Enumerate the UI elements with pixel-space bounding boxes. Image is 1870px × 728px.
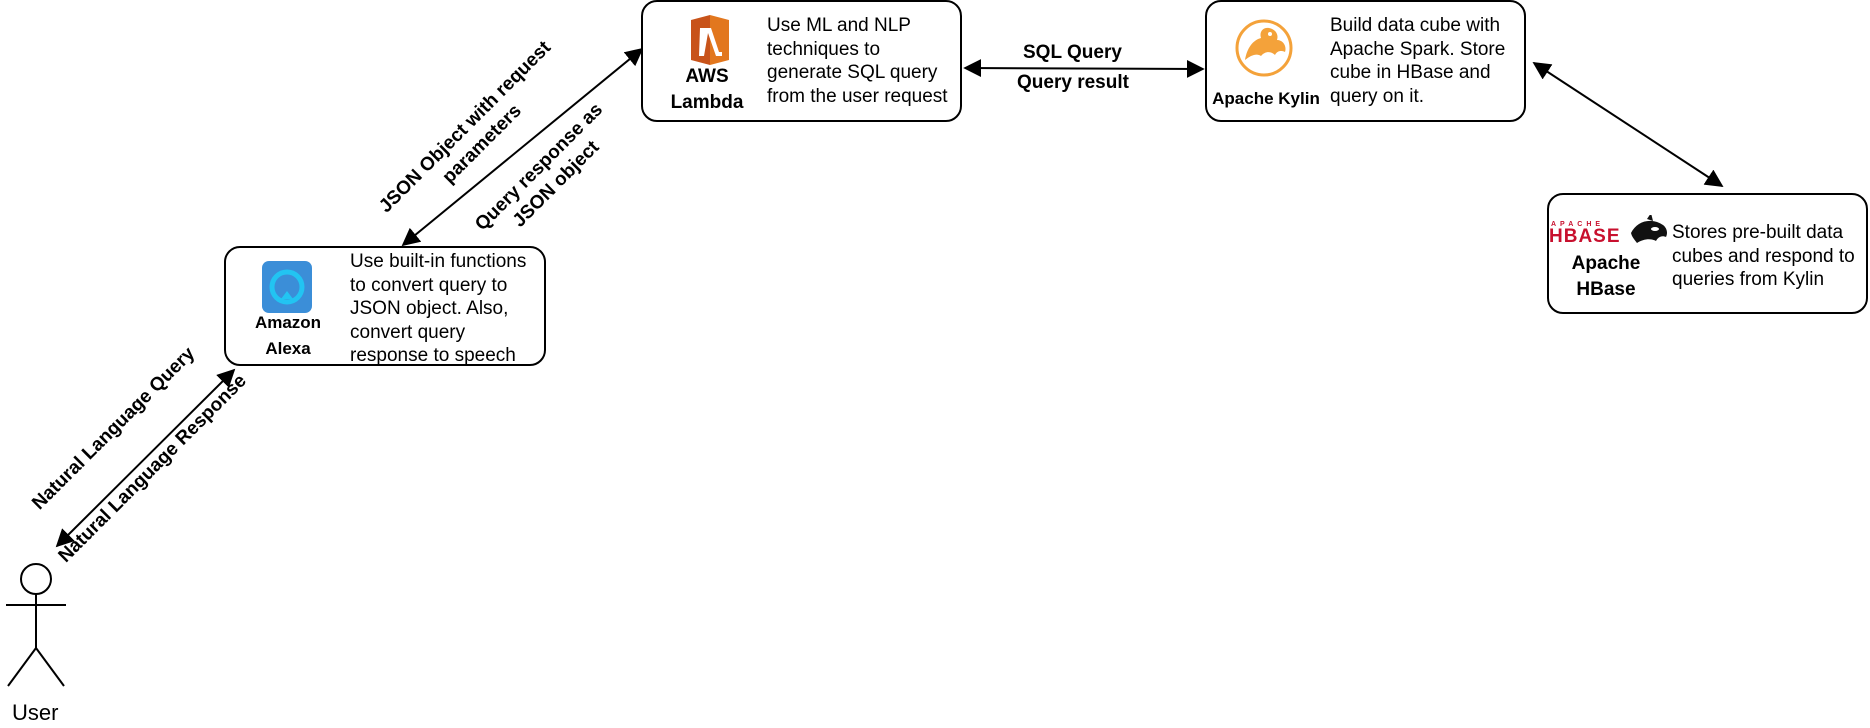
arrow-user-alexa bbox=[55, 368, 236, 548]
orca-icon bbox=[1631, 215, 1667, 243]
kylin-node[interactable]: Apache Kylin Build data cube with Apache… bbox=[1205, 0, 1526, 122]
alexa-title: Amazon Alexa bbox=[254, 313, 322, 358]
lambda-description: Use ML and NLP techniques to generate SQ… bbox=[767, 15, 948, 107]
edge-label-query-result: Query result bbox=[1017, 72, 1129, 93]
arrow-alexa-lambda bbox=[401, 47, 644, 247]
alexa-description: Use built-in functions to convert query … bbox=[350, 251, 527, 366]
lambda-node[interactable]: AWS Lambda Use ML and NLP techniques to … bbox=[641, 0, 962, 122]
edge-label-sql-query: SQL Query bbox=[1023, 42, 1122, 63]
alexa-icon bbox=[262, 261, 312, 313]
hbase-logo-icon: APACHE HBASE bbox=[1549, 215, 1669, 251]
hbase-title: Apache HBase bbox=[1571, 253, 1641, 300]
hbase-logo-small-text: APACHE bbox=[1551, 221, 1605, 228]
arrow-lambda-kylin bbox=[963, 59, 1205, 78]
user-actor-icon bbox=[6, 563, 66, 687]
hbase-logo-text: HBASE bbox=[1549, 226, 1621, 247]
kylin-title: Apache Kylin bbox=[1212, 89, 1320, 108]
apache-kylin-icon bbox=[1235, 19, 1293, 77]
aws-lambda-icon bbox=[691, 15, 729, 65]
lambda-title: AWS Lambda bbox=[670, 66, 744, 113]
alexa-node[interactable]: Amazon Alexa Use built-in functions to c… bbox=[224, 246, 546, 366]
arrow-kylin-hbase bbox=[1532, 62, 1724, 187]
hbase-node[interactable]: APACHE HBASE Apache HBase Stores pre-bui… bbox=[1547, 193, 1868, 314]
kylin-description: Build data cube with Apache Spark. Store… bbox=[1330, 15, 1506, 107]
user-label: User bbox=[12, 700, 59, 725]
hbase-description: Stores pre-built data cubes and respond … bbox=[1672, 222, 1855, 290]
